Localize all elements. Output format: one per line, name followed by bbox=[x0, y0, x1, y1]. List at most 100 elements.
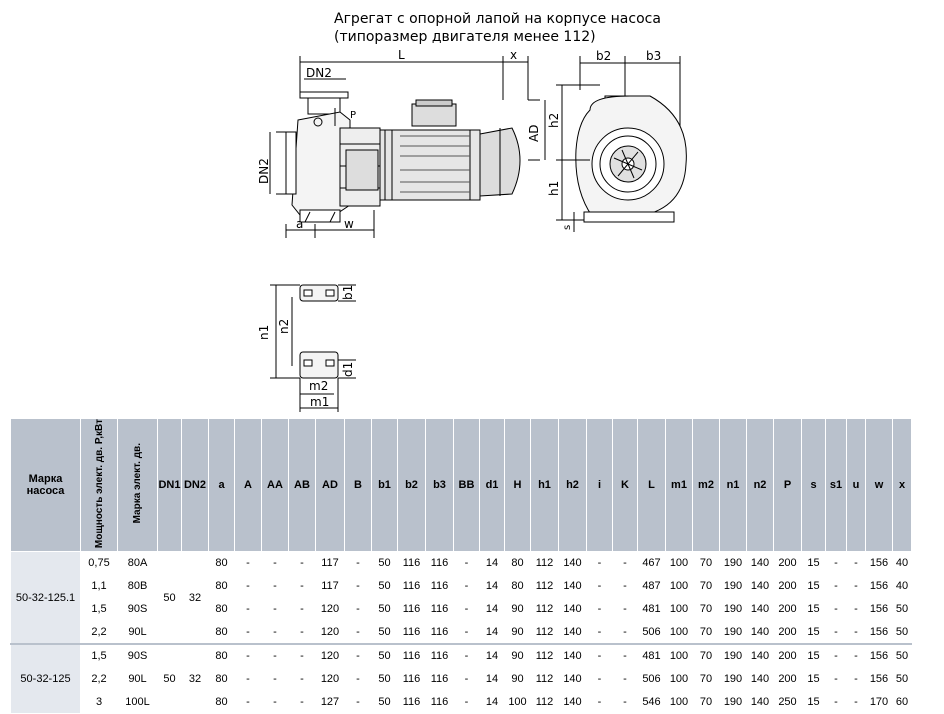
label-s: s bbox=[562, 225, 573, 230]
table-cell: - bbox=[261, 643, 289, 669]
table-cell: 100L bbox=[117, 690, 158, 714]
table-cell: 50 bbox=[371, 574, 398, 599]
table-cell: 116 bbox=[425, 574, 454, 599]
table-cell: 15 bbox=[801, 620, 826, 645]
title-line-2: (типоразмер двигателя менее 112) bbox=[334, 29, 596, 45]
table-cell: 50-32-125.1 bbox=[10, 551, 81, 645]
table-cell: - bbox=[846, 667, 866, 692]
header-cell: d1 bbox=[479, 417, 505, 553]
table-cell: - bbox=[344, 667, 372, 692]
table-cell: 127 bbox=[315, 690, 345, 714]
header-cell: DN2 bbox=[181, 417, 209, 553]
table-cell: 117 bbox=[315, 574, 345, 599]
table-cell: 116 bbox=[425, 597, 454, 622]
table-cell: - bbox=[234, 643, 262, 669]
table-cell: - bbox=[612, 551, 638, 576]
table-cell: 40 bbox=[892, 574, 912, 599]
table-cell: - bbox=[288, 620, 316, 645]
table-cell: 156 bbox=[865, 597, 893, 622]
table-cell: 90S bbox=[117, 597, 158, 622]
table-cell: 32 bbox=[181, 551, 209, 645]
table-cell: 481 bbox=[637, 597, 666, 622]
table-cell: - bbox=[846, 690, 866, 714]
label-b1: b1 bbox=[341, 285, 355, 300]
table-cell: 14 bbox=[479, 667, 505, 692]
table-cell: 190 bbox=[719, 643, 747, 669]
drawing-title: Агрегат с опорной лапой на корпусе насос… bbox=[334, 10, 661, 46]
table-cell: 1,5 bbox=[80, 643, 118, 669]
table-cell: - bbox=[453, 643, 480, 669]
table-cell: - bbox=[846, 551, 866, 576]
table-cell: - bbox=[612, 667, 638, 692]
table-cell: 487 bbox=[637, 574, 666, 599]
table-cell: 190 bbox=[719, 690, 747, 714]
table-cell: 90S bbox=[117, 643, 158, 669]
table-cell: 200 bbox=[773, 574, 802, 599]
table-cell: 90 bbox=[504, 643, 531, 669]
table-cell: - bbox=[612, 620, 638, 645]
table-cell: 120 bbox=[315, 667, 345, 692]
header-cell: s bbox=[801, 417, 826, 553]
table-cell: 190 bbox=[719, 667, 747, 692]
table-cell: 112 bbox=[530, 620, 559, 645]
table-cell: - bbox=[846, 620, 866, 645]
table-cell: 467 bbox=[637, 551, 666, 576]
label-a: a bbox=[296, 217, 303, 231]
table-cell: 140 bbox=[746, 690, 774, 714]
table-cell: 116 bbox=[425, 620, 454, 645]
table-cell: 200 bbox=[773, 597, 802, 622]
table-cell: - bbox=[453, 597, 480, 622]
table-cell: 50 bbox=[892, 643, 912, 669]
table-cell: 100 bbox=[665, 690, 693, 714]
table-cell: 190 bbox=[719, 597, 747, 622]
table-cell: 140 bbox=[558, 551, 587, 576]
table-cell: - bbox=[288, 690, 316, 714]
table-cell: - bbox=[453, 551, 480, 576]
table-cell: 15 bbox=[801, 667, 826, 692]
table-cell: 50 bbox=[892, 667, 912, 692]
header-cell: b1 bbox=[371, 417, 398, 553]
table-cell: 60 bbox=[892, 690, 912, 714]
table-cell: - bbox=[586, 620, 613, 645]
table-cell: 80 bbox=[504, 551, 531, 576]
table-cell: 250 bbox=[773, 690, 802, 714]
table-cell: - bbox=[261, 574, 289, 599]
header-cell: A bbox=[234, 417, 262, 553]
table-cell: 116 bbox=[397, 643, 426, 669]
table-cell: 200 bbox=[773, 620, 802, 645]
table-cell: 1,5 bbox=[80, 597, 118, 622]
table-cell: 14 bbox=[479, 643, 505, 669]
header-cell: K bbox=[612, 417, 638, 553]
table-cell: - bbox=[453, 620, 480, 645]
table-cell: 112 bbox=[530, 667, 559, 692]
table-cell: 100 bbox=[665, 551, 693, 576]
header-cell: s1 bbox=[825, 417, 847, 553]
table-cell: 140 bbox=[746, 574, 774, 599]
table-cell: 14 bbox=[479, 690, 505, 714]
table-cell: - bbox=[586, 574, 613, 599]
table-cell: 200 bbox=[773, 551, 802, 576]
table-cell: - bbox=[234, 690, 262, 714]
table-cell: 100 bbox=[504, 690, 531, 714]
header-cell: Мощность элект. дв. P,кВт bbox=[80, 417, 118, 553]
table-cell: 100 bbox=[665, 643, 693, 669]
table-cell: - bbox=[344, 551, 372, 576]
label-h1: h1 bbox=[547, 181, 561, 196]
table-cell: 116 bbox=[425, 551, 454, 576]
table-cell: 3 bbox=[80, 690, 118, 714]
table-cell: 2,2 bbox=[80, 667, 118, 692]
table-cell: 80A bbox=[117, 551, 158, 576]
header-cell: m2 bbox=[692, 417, 720, 553]
table-cell: - bbox=[288, 667, 316, 692]
table-cell: 0,75 bbox=[80, 551, 118, 576]
table-cell: 506 bbox=[637, 620, 666, 645]
table-cell: - bbox=[825, 690, 847, 714]
header-cell: b2 bbox=[397, 417, 426, 553]
table-cell: 200 bbox=[773, 643, 802, 669]
table-cell: 90 bbox=[504, 620, 531, 645]
table-cell: - bbox=[825, 597, 847, 622]
table-cell: 140 bbox=[558, 620, 587, 645]
